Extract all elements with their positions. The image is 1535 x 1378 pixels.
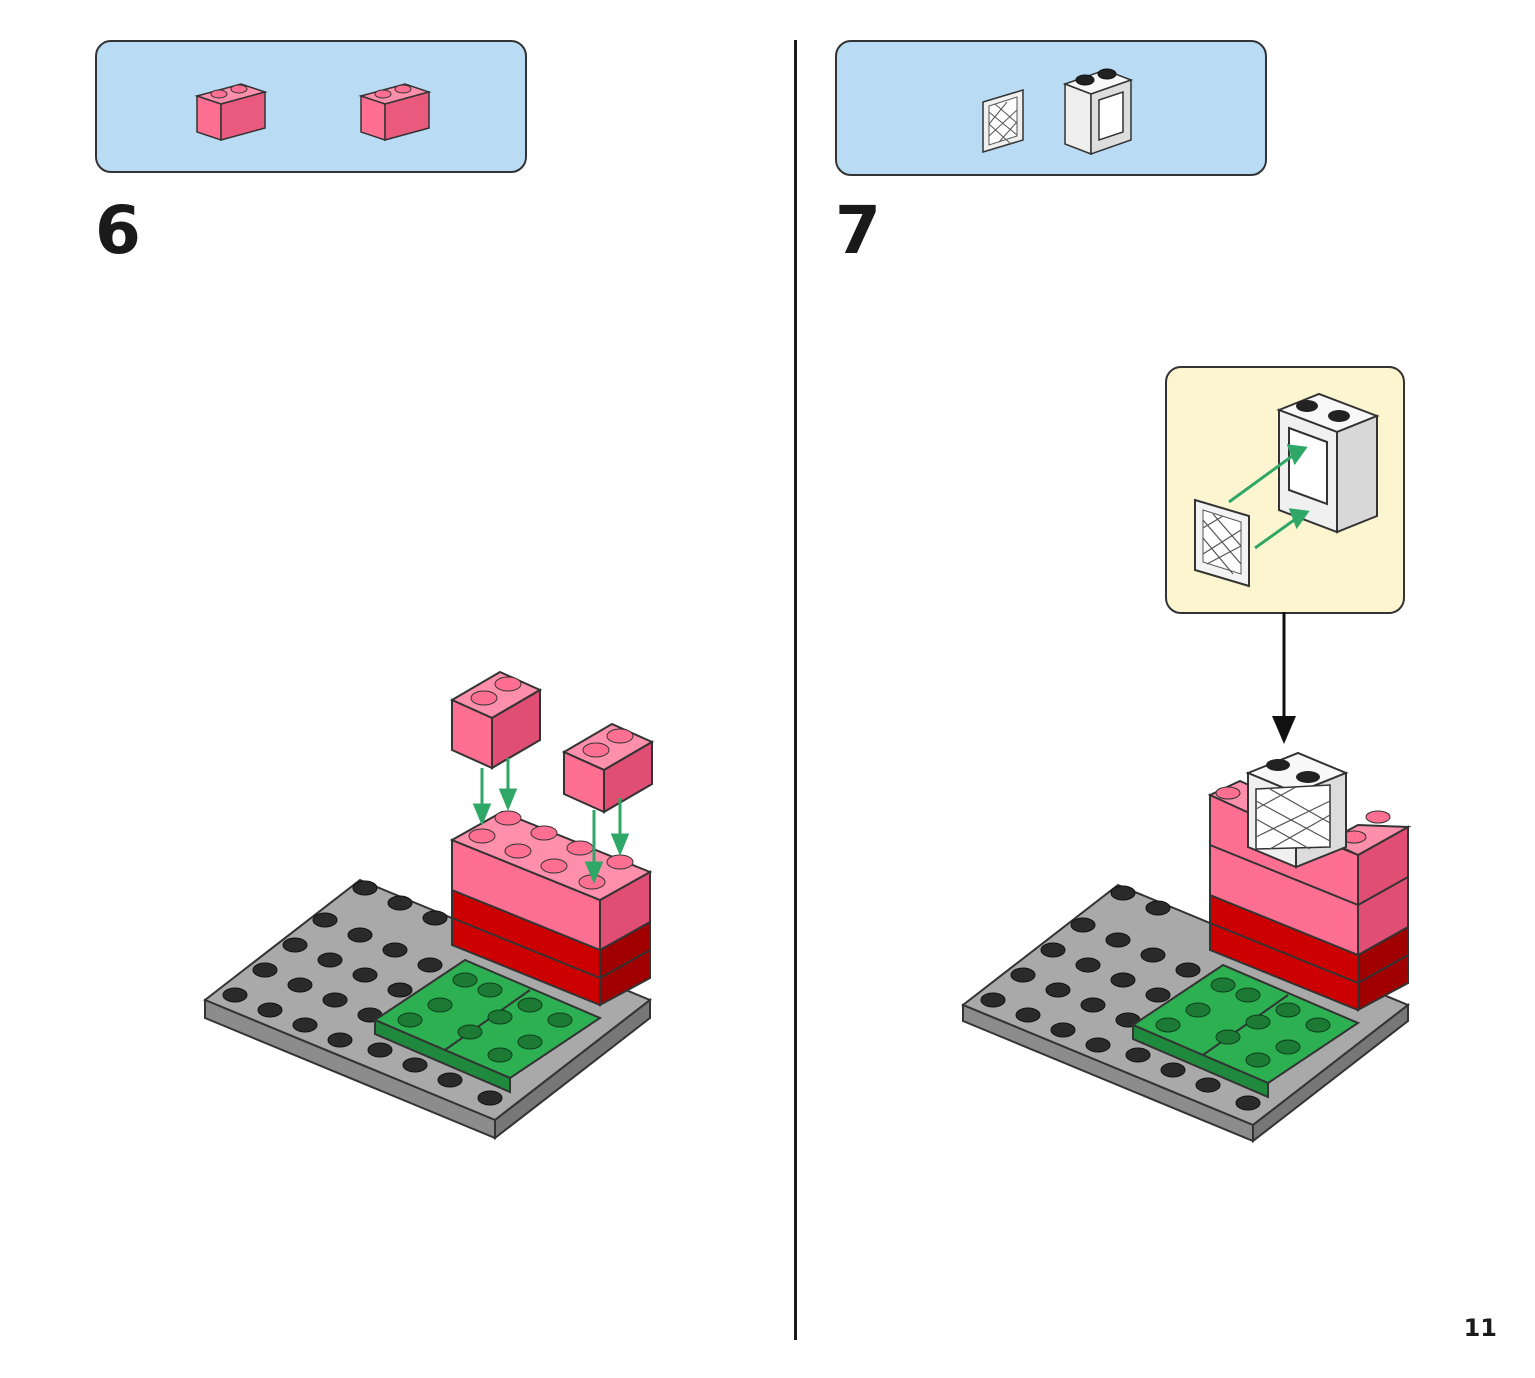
window-assembly-diagram [1194, 392, 1380, 588]
white-window-frame-icon [1062, 68, 1134, 156]
window-glass-icon [982, 88, 1024, 154]
step-number: 7 [835, 192, 881, 269]
step-7-parts-box [835, 40, 1267, 176]
step-6-parts-box [95, 40, 527, 173]
page-divider [794, 40, 797, 1340]
step-number: 6 [95, 192, 141, 269]
callout-arrow [1272, 612, 1296, 744]
step-7-model [961, 751, 1412, 1144]
sub-assembly-callout [1165, 366, 1405, 614]
step-6-model [203, 670, 655, 1141]
page-number: 11 [1463, 1314, 1497, 1342]
pink-brick-icon [194, 83, 432, 142]
